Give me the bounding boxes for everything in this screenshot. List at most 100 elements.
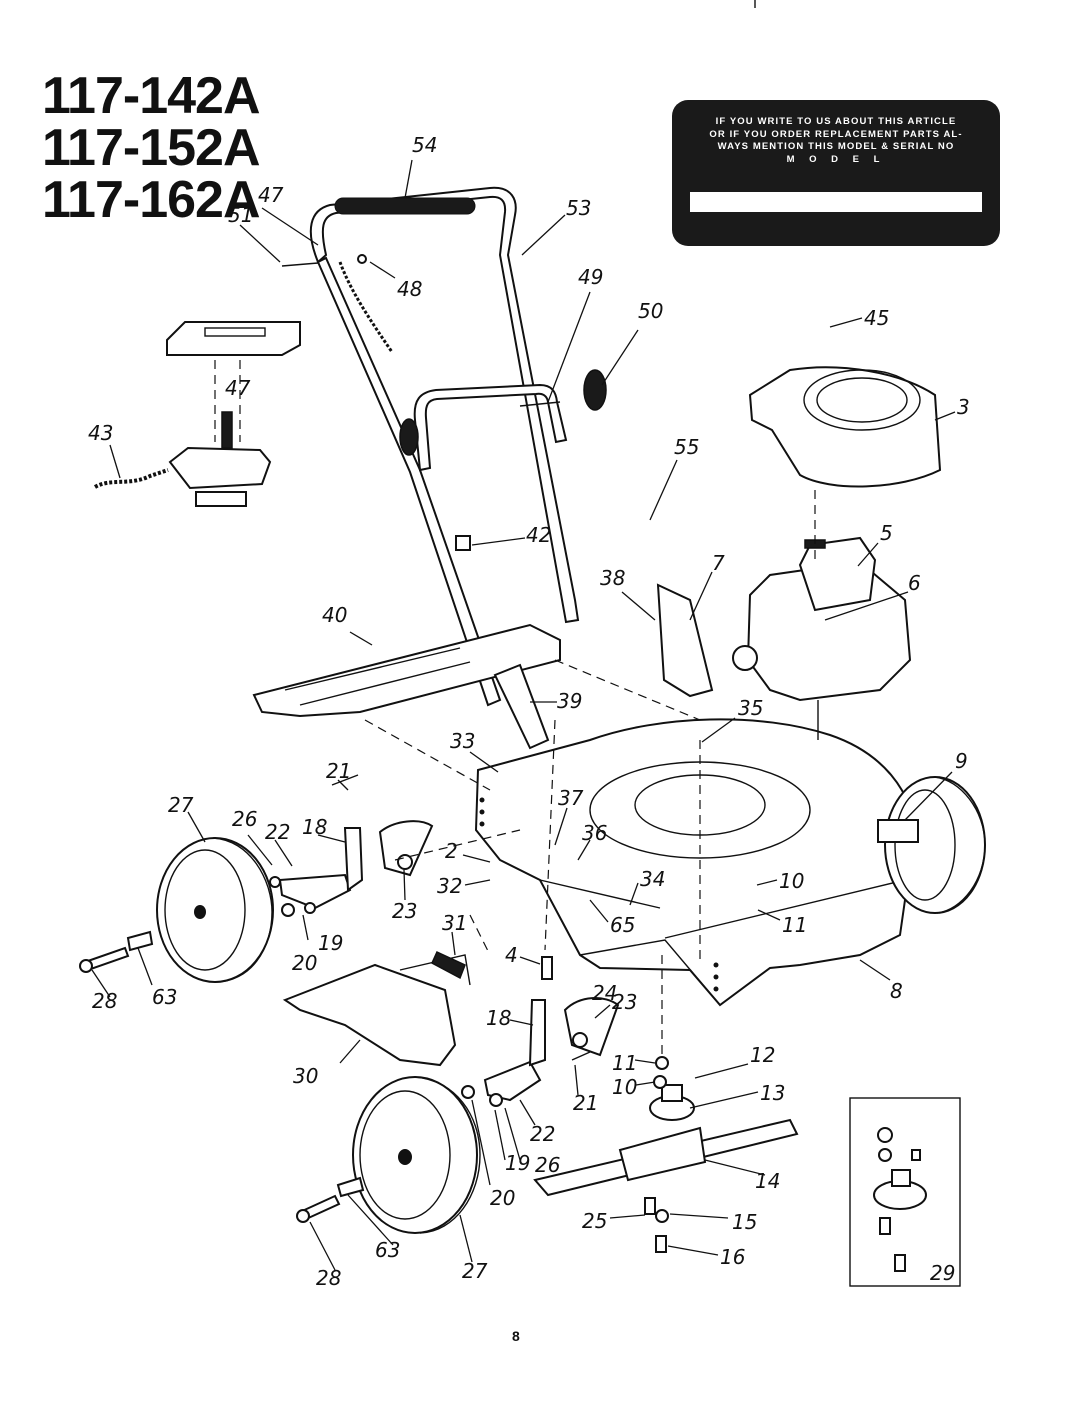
height-adjuster-right: [461, 997, 620, 1107]
part-label-21: 21: [573, 1091, 598, 1115]
model-serial-notice-plate: IF YOU WRITE TO US ABOUT THIS ARTICLE OR…: [672, 100, 1000, 246]
part-label-18: 18: [486, 1006, 511, 1030]
part-label-28: 28: [92, 989, 117, 1013]
leader-lines: [91, 159, 956, 1271]
blade-adapter-inset-29: [849, 1097, 961, 1287]
handle-knob-right: [583, 369, 607, 411]
part-label-50: 50: [638, 299, 663, 323]
part-label-63: 63: [375, 1238, 400, 1262]
part-label-4: 4: [505, 943, 518, 967]
part-label-33: 33: [450, 729, 475, 753]
part-label-27: 27: [462, 1259, 488, 1283]
rear-right-wheel: [877, 776, 986, 914]
part-label-34: 34: [640, 867, 665, 891]
part-label-37: 37: [558, 786, 584, 810]
part-label-8: 8: [890, 979, 903, 1003]
engine-shroud-3: [748, 366, 942, 488]
deck-height-holes: [479, 797, 719, 992]
front-deflector-30: [282, 963, 457, 1067]
model-number-2: 117-152A: [42, 119, 261, 177]
part-label-24: 24: [592, 981, 617, 1005]
part-label-5: 5: [880, 521, 893, 545]
rear-left-wheel-27: [156, 837, 274, 983]
part-label-42: 42: [526, 523, 551, 547]
handle-bolt-51: [281, 262, 319, 267]
part-label-40: 40: [322, 603, 347, 627]
part-label-30: 30: [293, 1064, 318, 1088]
part-label-19: 19: [318, 931, 343, 955]
part-label-47: 47: [258, 183, 284, 207]
rear-bracket-39: [493, 663, 550, 750]
part-label-36: 36: [582, 821, 607, 845]
part-label-2: 2: [445, 839, 458, 863]
part-label-20: 20: [292, 951, 317, 975]
notice-line-3: WAYS MENTION THIS MODEL & SERIAL NO: [717, 141, 955, 152]
part-label-35: 35: [738, 696, 763, 720]
part-label-31: 31: [442, 911, 467, 935]
part-label-14: 14: [755, 1169, 780, 1193]
handle-bracket-7: [656, 583, 714, 698]
part-label-45: 45: [864, 306, 889, 330]
blade-assembly: [533, 955, 799, 1253]
height-adjuster-left: [269, 820, 434, 917]
part-label-22: 22: [265, 820, 290, 844]
part-label-22: 22: [530, 1122, 555, 1146]
part-label-53: 53: [566, 196, 591, 220]
part-label-16: 16: [720, 1245, 745, 1269]
part-label-10: 10: [779, 869, 804, 893]
rear-deflector-40: [252, 623, 561, 718]
part-label-63: 63: [152, 985, 177, 1009]
model-serial-blank-field: [690, 192, 982, 212]
part-label-39: 39: [557, 689, 582, 713]
part-label-26: 26: [535, 1153, 560, 1177]
part-label-11: 11: [782, 913, 807, 937]
part-label-32: 32: [437, 874, 462, 898]
handle-assembly: [281, 186, 714, 707]
part-label-27: 27: [168, 793, 194, 817]
engine-assembly: [732, 366, 942, 740]
part-label-7: 7: [712, 551, 725, 575]
part-label-25: 25: [582, 1209, 607, 1233]
handle-nut-48: [357, 254, 367, 264]
part-label-10: 10: [612, 1075, 637, 1099]
part-label-51: 51: [228, 203, 253, 227]
part-label-3: 3: [957, 395, 970, 419]
part-label-55: 55: [674, 435, 699, 459]
part-label-11: 11: [612, 1051, 637, 1075]
part-label-13: 13: [760, 1081, 785, 1105]
model-number-1: 117-142A: [42, 67, 261, 125]
control-bracket-inset: [93, 321, 301, 507]
model-number-3: 117-162A: [42, 171, 261, 229]
air-cleaner-5: [798, 536, 877, 612]
part-label-6: 6: [908, 571, 921, 595]
part-label-29: 29: [930, 1261, 955, 1285]
front-left-wheel-27: [352, 1076, 481, 1234]
part-label-18: 18: [302, 815, 327, 839]
part-label-54: 54: [412, 133, 437, 157]
notice-model-label: M O D E L: [786, 153, 886, 165]
part-label-23: 23: [612, 990, 637, 1014]
part-label-26: 26: [232, 807, 257, 831]
part-label-23: 23: [392, 899, 417, 923]
part-label-21: 21: [326, 759, 351, 783]
part-label-20: 20: [490, 1186, 515, 1210]
part-label-48: 48: [397, 277, 422, 301]
page-number: 8: [512, 1328, 520, 1344]
part-label-47: 47: [225, 376, 251, 400]
handle-grip: [334, 197, 476, 215]
cable-clip-42: [455, 535, 471, 551]
control-cable: [338, 261, 394, 353]
part-label-19: 19: [505, 1151, 530, 1175]
notice-line-1: IF YOU WRITE TO US ABOUT THIS ARTICLE: [715, 116, 957, 127]
part-label-12: 12: [750, 1043, 775, 1067]
part-label-38: 38: [600, 566, 625, 590]
part-label-15: 15: [732, 1210, 757, 1234]
handle-bolt-49: [519, 401, 561, 407]
spring-31: [431, 951, 466, 980]
part-label-43: 43: [88, 421, 113, 445]
notice-line-2: OR IF YOU ORDER REPLACEMENT PARTS AL-: [709, 128, 963, 140]
handle-knob-left: [399, 418, 419, 456]
